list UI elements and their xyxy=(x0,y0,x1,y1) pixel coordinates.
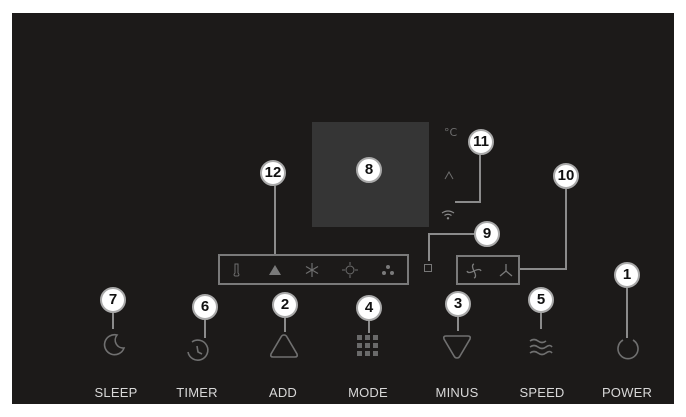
timer-callout: 6 xyxy=(192,294,218,320)
mode-indicators-callout: 12 xyxy=(260,160,286,186)
celsius-indicator-icon: °C xyxy=(444,126,458,139)
humidity-indicator-icon xyxy=(444,170,454,180)
wifi-indicator-icon xyxy=(441,210,455,220)
power-label: POWER xyxy=(601,385,653,400)
sun-icon xyxy=(342,262,358,278)
fan-speed-callout: 10 xyxy=(553,163,579,189)
triangle-up-icon xyxy=(269,334,299,358)
dry-mode-icon xyxy=(382,265,394,275)
power-icon xyxy=(617,339,639,360)
fan-speed-indicator-group xyxy=(456,255,520,285)
speed-callout: 5 xyxy=(528,287,554,313)
snowflake-icon xyxy=(305,263,319,277)
mode-indicator-group xyxy=(218,254,409,285)
minus-callout: 3 xyxy=(445,291,471,317)
fan-low-icon xyxy=(466,263,482,279)
wifi-callout: 11 xyxy=(468,129,494,155)
sleep-callout: 7 xyxy=(100,287,126,313)
heat-mode-icon xyxy=(269,265,281,275)
lock-indicator-icon xyxy=(424,264,432,272)
add-callout: 2 xyxy=(272,292,298,318)
display-callout: 8 xyxy=(356,157,382,183)
fan-high-icon xyxy=(499,264,513,277)
timer-label: TIMER xyxy=(176,385,218,400)
speed-label: SPEED xyxy=(519,385,565,400)
mode-label: MODE xyxy=(348,385,388,400)
waves-icon xyxy=(529,338,553,356)
lock-callout: 9 xyxy=(474,221,500,247)
mode-callout: 4 xyxy=(356,295,382,321)
minus-label: MINUS xyxy=(435,385,479,400)
triangle-down-icon xyxy=(442,335,472,359)
clock-icon xyxy=(187,339,209,361)
power-callout: 1 xyxy=(614,262,640,288)
add-label: ADD xyxy=(268,385,298,400)
moon-icon xyxy=(103,333,126,356)
grid-icon xyxy=(357,335,378,356)
thermometer-icon xyxy=(233,263,240,277)
sleep-label: SLEEP xyxy=(94,385,138,400)
